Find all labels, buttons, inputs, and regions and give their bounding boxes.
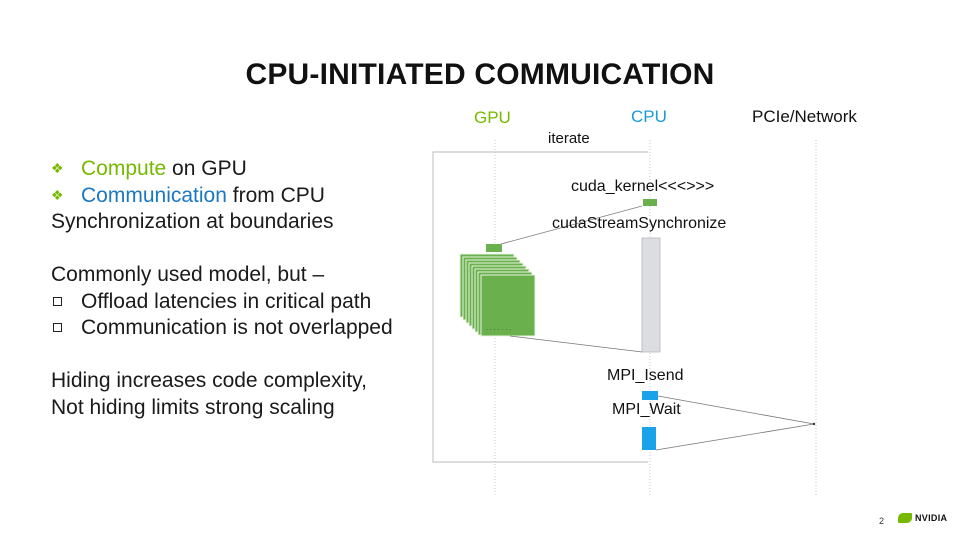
- network-to-wait-arrow: [655, 423, 815, 451]
- mpi-wait-label: MPI_Wait: [612, 401, 681, 418]
- stream-sync-bar: [641, 237, 661, 353]
- lane-label-cpu: CPU: [631, 107, 667, 126]
- stream-sync-label: cudaStreamSynchronize: [552, 215, 727, 232]
- line-commonly-used: Commonly used model, but –: [51, 263, 325, 286]
- launch-arrow: [500, 205, 643, 245]
- isend-to-network-arrow: [657, 395, 815, 425]
- not-overlapped-text: Communication is not overlapped: [81, 316, 393, 339]
- compute-rest: on GPU: [166, 157, 247, 180]
- communication-highlight: Communication: [81, 183, 227, 207]
- iterate-loop-bracket: [432, 151, 648, 463]
- cuda-kernel-label: cuda_kernel<<<>>>: [571, 178, 715, 195]
- mpi-wait-block: [642, 427, 656, 450]
- page-number: 2: [879, 516, 885, 526]
- network-point: [812, 422, 816, 426]
- mpi-isend-block: [642, 391, 658, 400]
- line-hiding: Hiding increases code complexity,: [51, 369, 367, 392]
- nvidia-logo: NVIDIA: [898, 513, 947, 523]
- diamond-bullet-icon: ❖: [51, 186, 64, 203]
- slide-title: CPU-INITIATED COMMUICATION: [245, 58, 715, 91]
- cuda-kernel-launch-block: [643, 199, 657, 206]
- gpu-kernel-stack: . . . . . . .: [459, 253, 536, 337]
- mpi-isend-label: MPI_Isend: [607, 367, 684, 384]
- iterate-label: iterate: [548, 130, 590, 147]
- lane-label-gpu: GPU: [474, 108, 511, 127]
- nvidia-logo-icon: [898, 513, 912, 523]
- svg-text:. . . . . . .: . . . . . . .: [486, 325, 511, 332]
- bullet-communication: ❖ Communication from CPU: [51, 183, 393, 210]
- compute-highlight: Compute: [81, 157, 167, 180]
- communication-rest: from CPU: [226, 183, 325, 207]
- lane-label-network: PCIe/Network: [752, 107, 857, 126]
- gpu-kernel-start-block: [486, 244, 502, 252]
- nvidia-logo-text: NVIDIA: [915, 513, 948, 523]
- diamond-bullet-icon: ❖: [51, 160, 64, 176]
- checkbox-bullet-icon: [51, 289, 81, 316]
- bullet-compute: ❖ Compute on GPU: [51, 156, 393, 183]
- bullet-offload: Offload latencies in critical path: [51, 289, 393, 316]
- completion-arrow: [509, 335, 643, 353]
- bullet-list: ❖Compute on GPU ❖Communication from CPU …: [51, 156, 393, 421]
- line-not-hiding: Not hiding limits strong scaling: [51, 395, 335, 419]
- line-synchronization: Synchronization at boundaries: [51, 210, 334, 233]
- bullet-not-overlapped: Communication is not overlapped: [51, 315, 393, 342]
- offload-text: Offload latencies in critical path: [81, 289, 372, 313]
- checkbox-bullet-icon: [51, 315, 81, 342]
